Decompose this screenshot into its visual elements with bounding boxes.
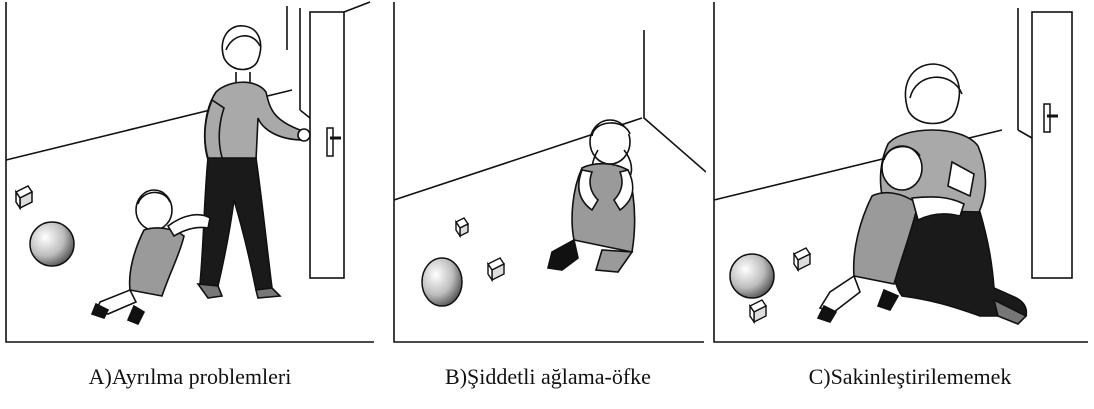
toy-block-icon [14, 185, 34, 211]
door-handle-icon [1043, 103, 1058, 133]
illustration-panel-c [712, 0, 1090, 345]
panel-a-drawing [5, 1, 374, 343]
toy-block-icon [486, 257, 506, 283]
toy-block-icon [792, 247, 812, 273]
panel-a-frame [5, 2, 374, 343]
mother-figure [196, 25, 311, 299]
door [1031, 11, 1073, 279]
mother-figure [879, 63, 1028, 325]
caption-panel-c: C)Sakinleştirilememek [808, 364, 1012, 389]
panel-b-frame [393, 2, 704, 343]
caption-panel-a: A)Ayrılma problemleri [88, 364, 292, 389]
door-handle-icon [326, 127, 341, 157]
ball-icon [729, 253, 775, 299]
door [309, 11, 345, 279]
toy-block-icon [454, 217, 470, 239]
toy-block-icon [748, 299, 768, 325]
illustration-panel-a [4, 0, 376, 345]
ball-icon [421, 257, 463, 307]
child-figure [90, 189, 211, 326]
panel-b-drawing [393, 2, 706, 343]
caption-panel-b: B)Şiddetli ağlama-öfke [445, 364, 651, 389]
crying-child-figure [547, 119, 636, 273]
child-figure [816, 145, 975, 323]
illustration-panel-b [392, 0, 706, 345]
panel-c-frame [713, 2, 1088, 343]
ball-icon [29, 221, 75, 267]
panel-c-drawing [713, 2, 1088, 343]
